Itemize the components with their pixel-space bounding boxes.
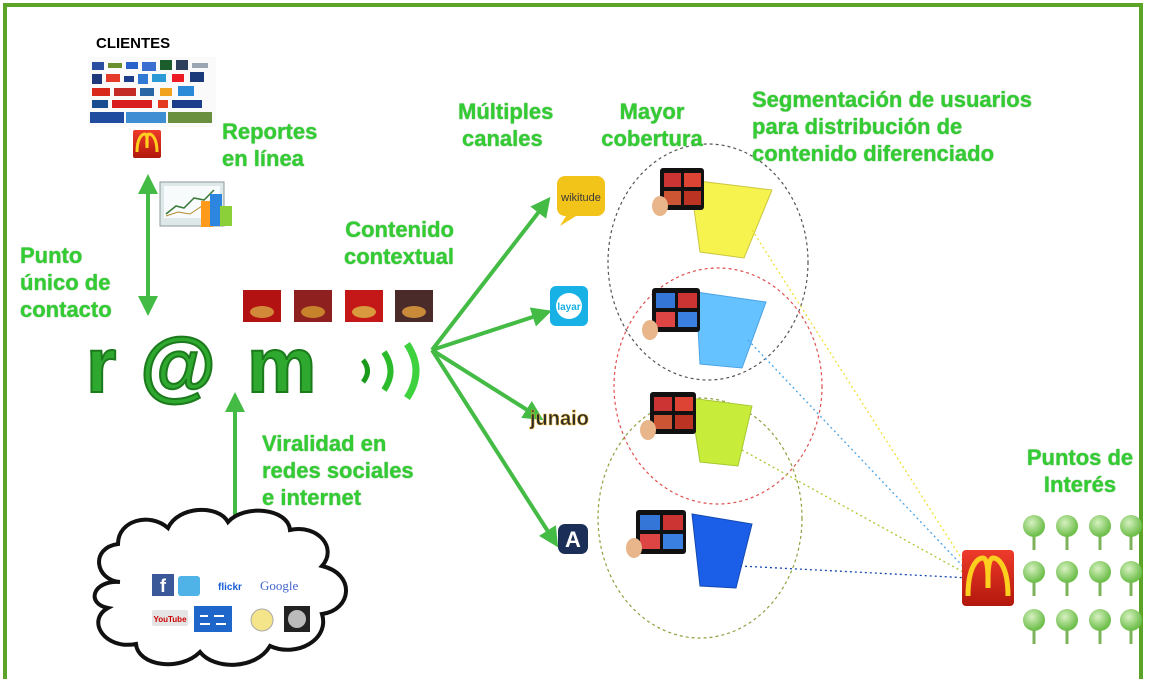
- poi-connector-lines: [739, 229, 975, 581]
- poi-pin-icon: [1056, 515, 1078, 550]
- poi-pin-icon: [1120, 561, 1142, 596]
- label-line: Interés: [1043, 472, 1117, 497]
- label-line: para distribución de: [752, 114, 963, 139]
- label-reportes-en-linea: Reportes en línea: [222, 118, 317, 172]
- svg-text:Google: Google: [260, 578, 299, 593]
- label-line: único de: [20, 270, 111, 295]
- clients-title: CLIENTES: [96, 35, 171, 52]
- poi-pin-icon: [1023, 515, 1045, 550]
- label-line: cobertura: [601, 126, 703, 151]
- label-line: e internet: [262, 485, 362, 510]
- svg-text:A: A: [565, 527, 581, 552]
- ram-logo: r @ m: [85, 320, 420, 410]
- social-cloud: f flickr Google YouTube: [92, 508, 348, 667]
- tablet-lime: [640, 392, 753, 467]
- label-line: contenido diferenciado: [752, 141, 995, 166]
- svg-text:wikitude: wikitude: [560, 192, 601, 204]
- label-contenido-contextual: Contenido contextual: [330, 216, 454, 270]
- poi-pins: [1023, 515, 1142, 644]
- green-frame: [3, 3, 1143, 679]
- mcdonalds-poi-logo: [962, 550, 1014, 606]
- poi-pin-icon: [1089, 561, 1111, 596]
- label-punto-unico: Punto único de contacto: [20, 242, 112, 323]
- tablet-deep-blue: [626, 510, 753, 589]
- label-viralidad: Viralidad en redes sociales e internet: [262, 430, 414, 511]
- svg-text:layar: layar: [557, 302, 580, 313]
- tablet-yellow: [652, 168, 773, 259]
- label-line: Viralidad en: [262, 431, 387, 456]
- label-line: Segmentación de usuarios: [752, 87, 1032, 112]
- svg-text:YouTube: YouTube: [153, 615, 187, 624]
- svg-text:junaio: junaio: [529, 408, 589, 430]
- label-segmentacion: Segmentación de usuarios para distribuci…: [752, 86, 1032, 167]
- label-line: canales: [462, 126, 543, 151]
- junaio-icon: junaio: [529, 408, 589, 431]
- label-line: Contenido: [345, 217, 454, 242]
- poi-pin-icon: [1089, 515, 1111, 550]
- ram-logo-m: m: [247, 321, 316, 409]
- label-line: Mayor: [619, 99, 685, 124]
- poi-pin-icon: [1056, 609, 1078, 644]
- poi-pin-icon: [1089, 609, 1111, 644]
- label-line: redes sociales: [262, 458, 414, 483]
- tablet-light-blue: [642, 288, 767, 369]
- poi-pin-icon: [1120, 609, 1142, 644]
- svg-text:f: f: [160, 576, 167, 596]
- mcdonalds-logo-top: [133, 130, 161, 158]
- reports-chart-icon: [159, 181, 232, 227]
- label-puntos-de-interes: Puntos de Interés: [1016, 444, 1144, 498]
- poi-pin-icon: [1023, 561, 1045, 596]
- client-logos: [88, 57, 216, 127]
- label-line: en línea: [222, 146, 304, 171]
- label-line: contacto: [20, 297, 112, 322]
- layar-icon: layar: [550, 286, 588, 326]
- label-line: Múltiples: [458, 99, 554, 124]
- ram-logo-at: @: [140, 321, 216, 409]
- label-multiples-canales: Múltiples canales: [458, 98, 553, 152]
- coverage-circles: [597, 143, 823, 639]
- label-line: Punto: [20, 243, 83, 268]
- channel-arrows: [430, 196, 559, 548]
- label-line: Reportes: [222, 119, 318, 144]
- label-line: contextual: [343, 244, 454, 269]
- contextual-content-thumbnails: [243, 290, 433, 322]
- poi-pin-icon: [1023, 609, 1045, 644]
- ram-logo-r: r: [86, 321, 116, 409]
- poi-pin-icon: [1056, 561, 1078, 596]
- label-line: Puntos de: [1026, 445, 1134, 470]
- augmented-a-icon: A: [558, 524, 588, 554]
- wikitude-icon: wikitude: [557, 176, 605, 226]
- svg-text:flickr: flickr: [218, 582, 242, 593]
- poi-pin-icon: [1120, 515, 1142, 550]
- label-mayor-cobertura: Mayor cobertura: [592, 98, 712, 152]
